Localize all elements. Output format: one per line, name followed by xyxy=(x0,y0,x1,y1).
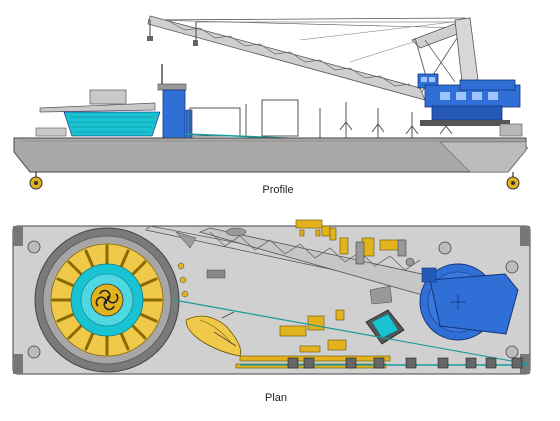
plan-tensioner xyxy=(365,309,405,345)
plan-view xyxy=(12,219,531,375)
carousel-logo-icon xyxy=(34,227,180,373)
plan-crane-boom xyxy=(145,225,441,305)
plan-caption: Plan xyxy=(264,392,288,404)
profile-crane xyxy=(147,15,479,101)
profile-view xyxy=(13,15,529,190)
wheel-icon xyxy=(506,172,520,190)
plan-bollards xyxy=(27,240,519,359)
profile-carousel xyxy=(35,89,161,137)
plan-crane-house xyxy=(419,263,519,341)
profile-tower xyxy=(157,64,193,139)
profile-hull xyxy=(13,137,527,173)
profile-caption: Profile xyxy=(262,184,294,196)
plan-pipeline xyxy=(173,299,529,365)
crane-cab-icon xyxy=(417,73,521,126)
plan-rollers xyxy=(287,357,523,369)
profile-deck-frames xyxy=(189,99,453,140)
wheel-icon xyxy=(29,172,43,190)
plan-sheave xyxy=(185,311,242,357)
